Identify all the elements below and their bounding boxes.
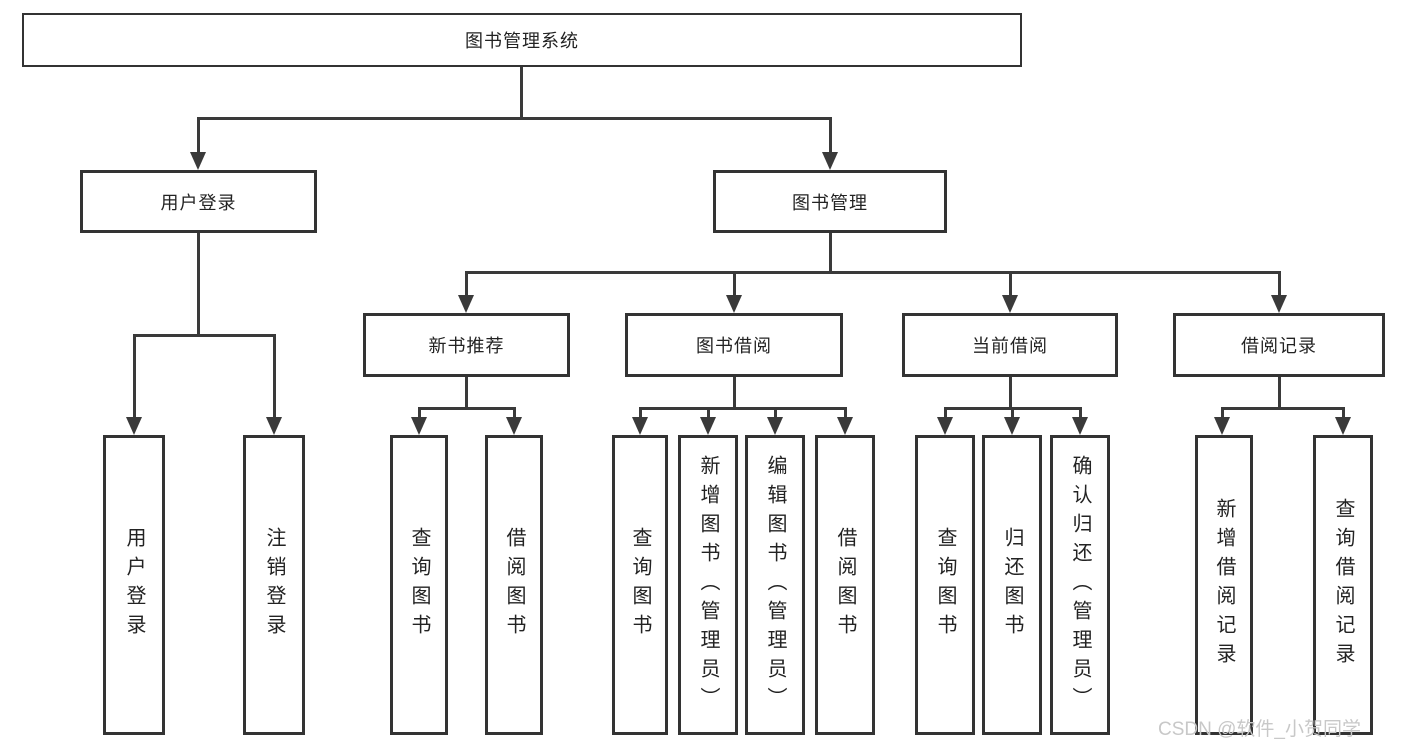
arrow-down-icon (1072, 417, 1088, 435)
node-book-borrowing: 图书借阅 (625, 313, 843, 377)
connector-line (196, 117, 832, 120)
connector-line (828, 117, 832, 152)
connector-line (417, 407, 516, 410)
connector-line (706, 407, 710, 417)
arrow-down-icon (837, 417, 853, 435)
node-label: 查询借阅记录 (1332, 498, 1354, 672)
node-label: 图书管理系统 (465, 31, 579, 51)
node-leaf-add-book-admin: 新增图书（管理员） (678, 435, 738, 735)
arrow-down-icon (1214, 417, 1230, 435)
connector-line (1010, 407, 1014, 417)
node-leaf-confirm-return: 确认归还（管理员） (1050, 435, 1110, 735)
node-label: 查询图书 (934, 527, 956, 643)
node-label: 确认归还（管理员） (1069, 454, 1091, 716)
node-label: 新增图书（管理员） (697, 454, 719, 716)
arrow-down-icon (1271, 295, 1287, 313)
node-leaf-query-book-a: 查询图书 (390, 435, 448, 735)
connector-line (464, 271, 468, 295)
arrow-down-icon (1335, 417, 1351, 435)
node-leaf-logout: 注销登录 (243, 435, 305, 735)
connector-line (638, 407, 847, 410)
arrow-down-icon (726, 295, 742, 313)
connector-line (828, 233, 832, 274)
connector-line (512, 407, 516, 417)
node-label: 新书推荐 (428, 336, 505, 356)
arrow-down-icon (411, 417, 427, 435)
connector-line (1341, 407, 1345, 417)
connector-line (272, 334, 276, 417)
node-label: 图书管理 (792, 192, 868, 213)
connector-line (196, 233, 200, 337)
node-label: 用户登录 (123, 527, 145, 643)
node-leaf-query-book-c: 查询图书 (915, 435, 975, 735)
arrow-down-icon (458, 295, 474, 313)
node-leaf-borrow-book-a: 借阅图书 (485, 435, 543, 735)
node-current-borrowing: 当前借阅 (902, 313, 1118, 377)
connector-line (132, 334, 276, 337)
node-new-book-recommend: 新书推荐 (363, 313, 570, 377)
node-user-login: 用户登录 (80, 170, 317, 233)
node-leaf-edit-book-admin: 编辑图书（管理员） (745, 435, 805, 735)
connector-line (638, 407, 642, 417)
arrow-down-icon (190, 152, 206, 170)
connector-line (1277, 271, 1281, 295)
node-label: 图书借阅 (696, 336, 772, 356)
connector-line (1008, 271, 1012, 295)
node-leaf-user-login: 用户登录 (103, 435, 165, 735)
node-label: 归还图书 (1001, 527, 1023, 643)
arrow-down-icon (822, 152, 838, 170)
connector-line (519, 67, 523, 120)
connector-line (132, 334, 136, 417)
node-label: 编辑图书（管理员） (764, 454, 786, 716)
arrow-down-icon (767, 417, 783, 435)
node-label: 借阅图书 (834, 527, 856, 643)
node-label: 当前借阅 (972, 336, 1048, 356)
node-label: 查询图书 (408, 527, 430, 643)
connector-line (1008, 377, 1012, 410)
connector-line (417, 407, 421, 417)
connector-line (1078, 407, 1082, 417)
node-label: 借阅记录 (1241, 336, 1317, 356)
node-leaf-borrow-book-b: 借阅图书 (815, 435, 875, 735)
node-leaf-return-book: 归还图书 (982, 435, 1042, 735)
arrow-down-icon (937, 417, 953, 435)
connector-line (943, 407, 947, 417)
connector-line (1277, 377, 1281, 410)
arrow-down-icon (632, 417, 648, 435)
connector-line (732, 271, 736, 295)
watermark: CSDN @软件_小贺同学 (1158, 719, 1361, 740)
node-leaf-add-borrow-rec: 新增借阅记录 (1195, 435, 1253, 735)
node-label: 查询图书 (629, 527, 651, 643)
arrow-down-icon (1004, 417, 1020, 435)
connector-line (1220, 407, 1345, 410)
arrow-down-icon (266, 417, 282, 435)
node-root: 图书管理系统 (22, 13, 1022, 67)
node-label: 用户登录 (160, 192, 237, 213)
arrow-down-icon (506, 417, 522, 435)
node-leaf-query-borrow-rec: 查询借阅记录 (1313, 435, 1373, 735)
connector-line (464, 377, 468, 410)
connector-line (464, 271, 1281, 274)
connector-line (1220, 407, 1224, 417)
arrow-down-icon (1002, 295, 1018, 313)
node-label: 借阅图书 (503, 527, 525, 643)
connector-line (732, 377, 736, 410)
arrow-down-icon (126, 417, 142, 435)
connector-line (843, 407, 847, 417)
node-label: 新增借阅记录 (1213, 498, 1235, 672)
node-leaf-query-book-b: 查询图书 (612, 435, 668, 735)
node-label: 注销登录 (263, 527, 285, 643)
node-borrowing-records: 借阅记录 (1173, 313, 1385, 377)
connector-line (773, 407, 777, 417)
connector-line (196, 117, 200, 152)
arrow-down-icon (700, 417, 716, 435)
node-book-management: 图书管理 (713, 170, 947, 233)
